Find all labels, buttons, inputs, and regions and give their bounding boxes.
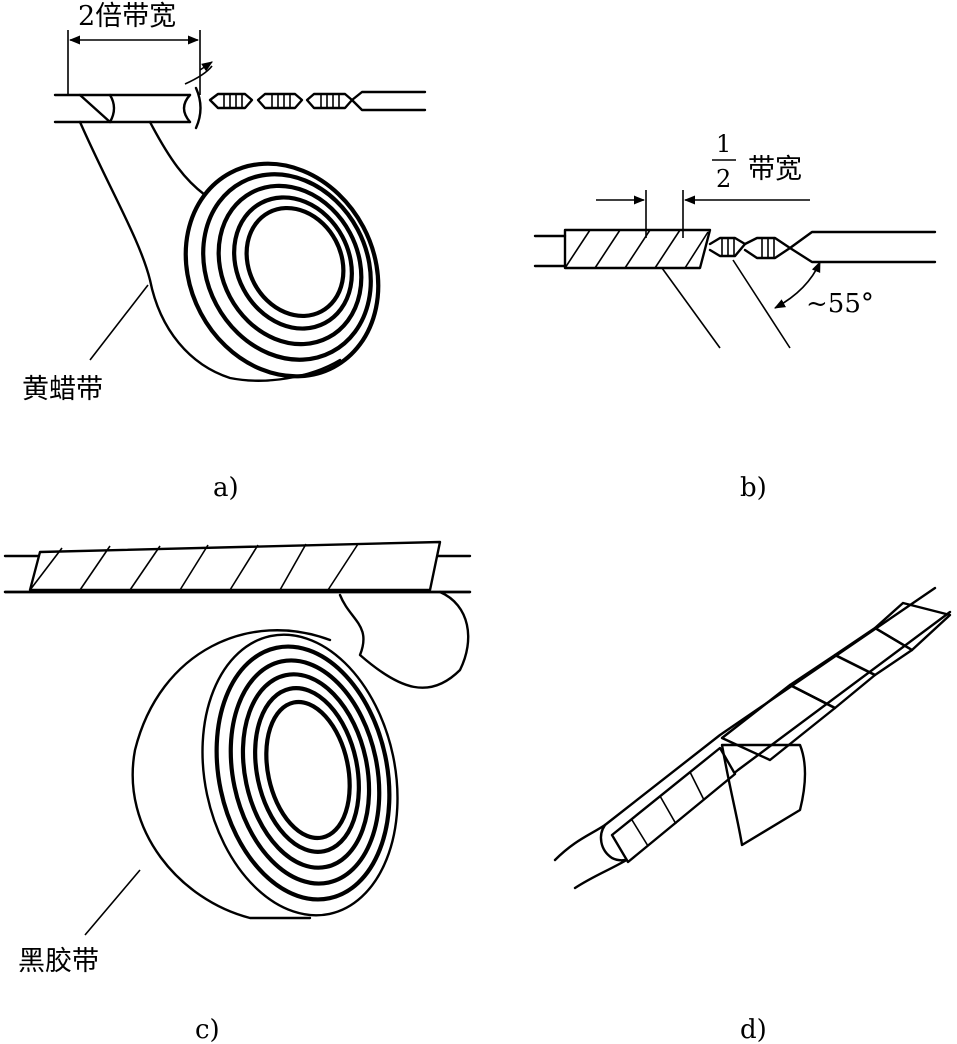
panel-c: 黑胶带 c) — [3, 540, 472, 1044]
black-tape-roll — [131, 590, 470, 920]
caption-d: d) — [740, 1015, 767, 1044]
black-tape-leader — [84, 869, 141, 936]
dimension-2x-width: 2倍带宽 — [67, 1, 201, 95]
fraction-denominator: 2 — [716, 165, 731, 193]
panel-a: 2倍带宽 — [22, 1, 427, 503]
panel-d: d) — [553, 586, 952, 1044]
wire-d — [553, 586, 952, 890]
black-tape-strips — [720, 601, 952, 847]
wax-tape-label: 黄蜡带 — [22, 374, 103, 405]
dimension-label-b: 带宽 — [748, 154, 802, 185]
caption-b: b) — [740, 473, 767, 503]
dimension-half-width: 1 2 带宽 — [596, 130, 810, 238]
fraction-numerator: 1 — [716, 130, 731, 158]
wax-tape-leader — [89, 284, 149, 361]
black-tape-label: 黑胶带 — [18, 946, 99, 977]
caption-a: a) — [213, 473, 239, 503]
wax-tape-strip — [78, 120, 342, 382]
wax-tape-roll — [183, 161, 381, 379]
wire-c — [3, 540, 472, 594]
wire-b — [533, 228, 937, 270]
angle-label: ~55° — [806, 289, 874, 319]
wire-a — [53, 61, 427, 130]
dimension-label-a: 2倍带宽 — [78, 1, 176, 32]
wrapped-section — [610, 746, 737, 864]
panel-b: 1 2 带宽 — [533, 130, 937, 503]
caption-c: c) — [195, 1015, 220, 1044]
